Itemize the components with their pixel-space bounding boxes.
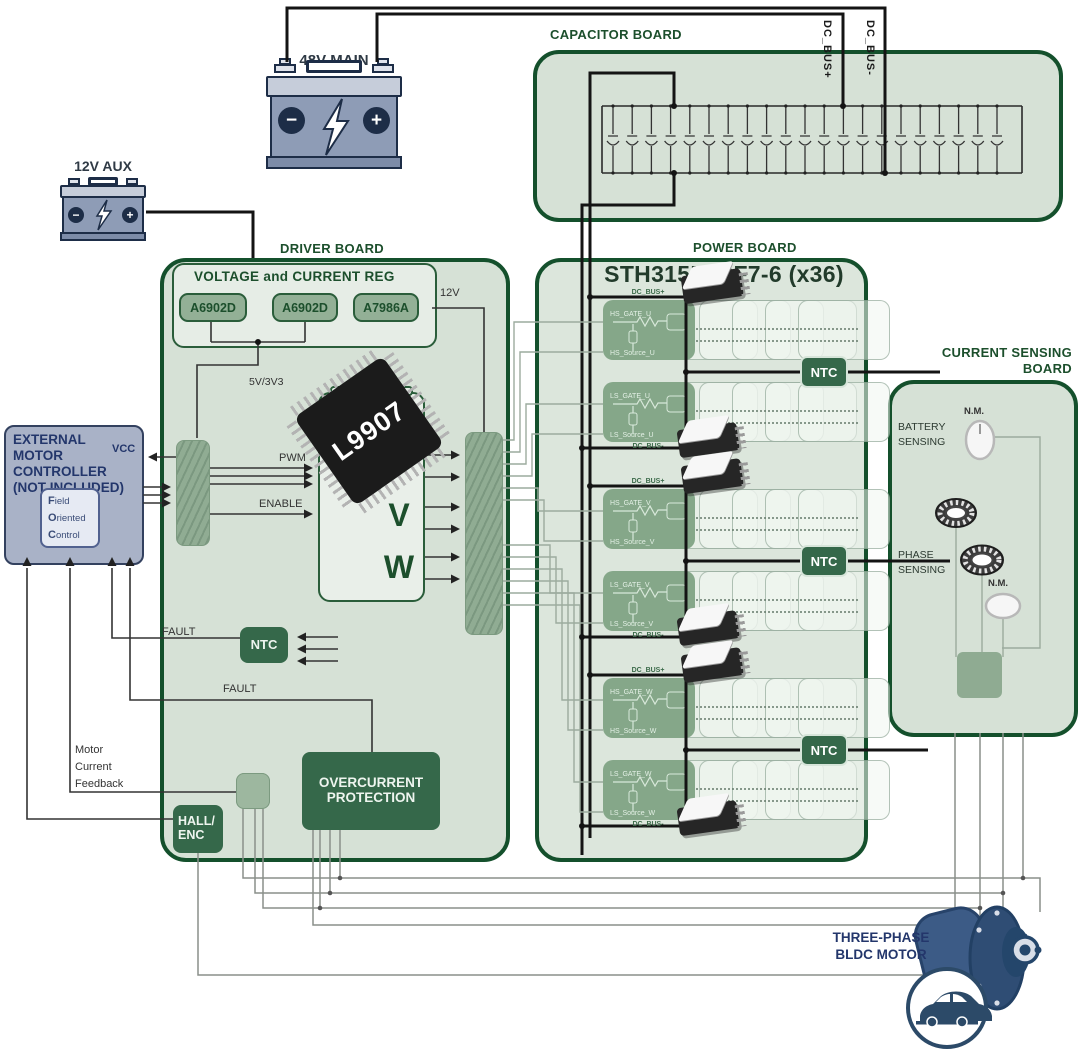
capacitor-board-title: CAPACITOR BOARD bbox=[550, 27, 682, 42]
battery-12v: 12V AUX − + bbox=[60, 158, 146, 244]
mosfet-parallel-stack bbox=[633, 489, 890, 549]
ntc-block: NTC bbox=[800, 545, 848, 577]
dc-bus-minus-label: DC_BUS- bbox=[864, 20, 876, 76]
plus-terminal-icon: + bbox=[122, 207, 138, 223]
capacitor-board bbox=[533, 50, 1063, 222]
dc-bus-minus-label: DC_BUS- bbox=[632, 443, 664, 450]
5v3v3-label: 5V/3V3 bbox=[249, 376, 284, 388]
battery-sensing-label: BATTERY SENSING bbox=[898, 421, 946, 448]
ntc-block: NTC bbox=[800, 734, 848, 766]
battery-handle bbox=[88, 177, 118, 186]
battery-48v: 48V MAIN − + bbox=[266, 52, 402, 176]
feedback-connector bbox=[236, 773, 270, 809]
current-sensing-board-title: CURRENT SENSING BOARD bbox=[941, 345, 1072, 376]
battery-terminal-icon bbox=[372, 64, 394, 73]
dc-bus-minus-label: DC_BUS- bbox=[632, 821, 664, 828]
dc-bus-plus-label: DC_BUS+ bbox=[631, 667, 665, 674]
lightning-bolt-icon bbox=[95, 199, 113, 231]
regulator-chip: A7986A bbox=[353, 293, 419, 322]
vcc-label: VCC bbox=[112, 443, 136, 455]
regulator-chip: A6902D bbox=[272, 293, 338, 322]
ntc-block: NTC bbox=[240, 627, 288, 663]
battery-body: − + bbox=[270, 95, 398, 158]
regulator-section-title: VOLTAGE and CURRENT REG bbox=[194, 269, 395, 284]
fault-label: FAULT bbox=[223, 683, 257, 695]
phase-v-label: V bbox=[388, 497, 410, 533]
battery-top bbox=[266, 76, 402, 97]
battery-terminal-icon bbox=[68, 178, 80, 185]
plus-terminal-icon: + bbox=[363, 107, 390, 134]
minus-terminal-icon: − bbox=[278, 107, 305, 134]
overcurrent-protection-block: OVERCURRENT PROTECTION bbox=[302, 752, 440, 830]
phase-sensing-label: PHASE SENSING bbox=[898, 549, 946, 576]
motor-label: THREE-PHASE BLDC MOTOR bbox=[832, 930, 930, 962]
minus-terminal-icon: − bbox=[68, 207, 84, 223]
control-connector bbox=[176, 440, 210, 546]
dc-bus-minus-label: DC_BUS- bbox=[632, 632, 664, 639]
field-oriented-control-block: Field Oriented Control bbox=[40, 488, 100, 548]
nm-label: N.M. bbox=[988, 578, 1009, 589]
hall-enc-block: HALL/ ENC bbox=[173, 805, 223, 853]
car-application-icon bbox=[906, 967, 992, 1049]
nm-label: N.M. bbox=[964, 406, 985, 417]
battery-12v-label: 12V AUX bbox=[74, 158, 132, 174]
power-board-title: POWER BOARD bbox=[693, 240, 797, 255]
lightning-bolt-icon bbox=[322, 98, 350, 156]
battery-base bbox=[60, 232, 146, 241]
motor-current-feedback-note: Motor Current Feedback bbox=[75, 744, 124, 790]
fault-label: FAULT bbox=[162, 626, 196, 638]
12v-label: 12V bbox=[440, 287, 460, 299]
dc-bus-plus-label: DC_BUS+ bbox=[631, 478, 665, 485]
ntc-block: NTC bbox=[800, 356, 848, 388]
gate-drive-connector bbox=[465, 432, 503, 635]
battery-terminal-icon bbox=[274, 64, 296, 73]
battery-handle bbox=[306, 60, 362, 73]
enable-label: ENABLE bbox=[259, 498, 303, 510]
driver-board-title: DRIVER BOARD bbox=[280, 241, 384, 256]
dc-bus-plus-label: DC_BUS+ bbox=[631, 289, 665, 296]
battery-body: − + bbox=[62, 196, 144, 234]
dc-bus-plus-label: DC_BUS+ bbox=[821, 20, 833, 79]
regulator-chip: A6902D bbox=[179, 293, 247, 322]
phase-w-label: W bbox=[383, 549, 415, 585]
pwm-label: PWM bbox=[279, 452, 306, 464]
battery-terminal-icon bbox=[126, 178, 138, 185]
battery-base bbox=[266, 156, 402, 169]
